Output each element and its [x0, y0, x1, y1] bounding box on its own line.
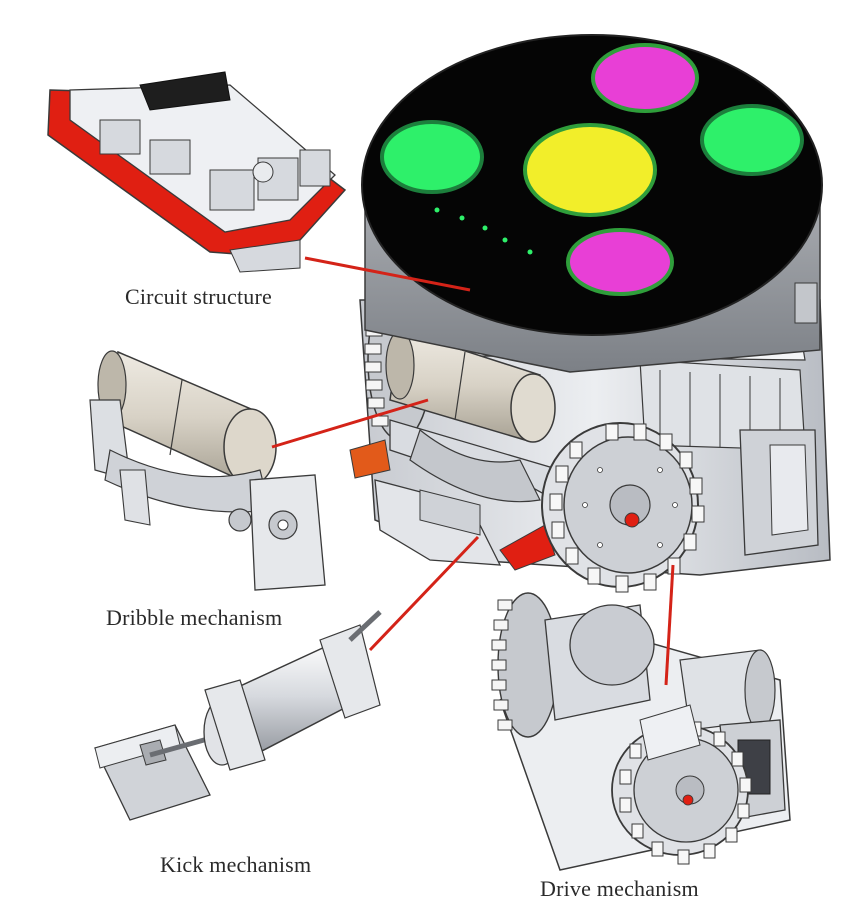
callout-line-circuit [304, 256, 471, 292]
front-drive-wheel [541, 422, 705, 593]
callout-line-kick [368, 535, 480, 652]
main-robot [349, 34, 831, 593]
dribble-mechanism-part [89, 350, 326, 591]
kick-mechanism-part [94, 610, 382, 821]
callout-lines [271, 256, 675, 686]
green-dot-right [700, 104, 804, 176]
label-circuit-structure: Circuit structure [125, 284, 272, 309]
label-kick-mechanism: Kick mechanism [160, 852, 312, 877]
magenta-dot-bottom [566, 228, 674, 296]
id-pattern [380, 43, 804, 296]
drive-mechanism-part [491, 592, 791, 871]
label-dribble-mechanism: Dribble mechanism [106, 605, 283, 630]
label-drive-mechanism: Drive mechanism [540, 876, 699, 901]
magenta-dot-top [591, 43, 699, 113]
yellow-center-dot [523, 123, 657, 217]
callout-line-dribble [271, 398, 429, 449]
callout-line-drive [664, 564, 675, 686]
robot-dribble-motor [385, 329, 556, 443]
circuit-structure-part [47, 71, 347, 273]
green-dot-left [380, 120, 484, 194]
